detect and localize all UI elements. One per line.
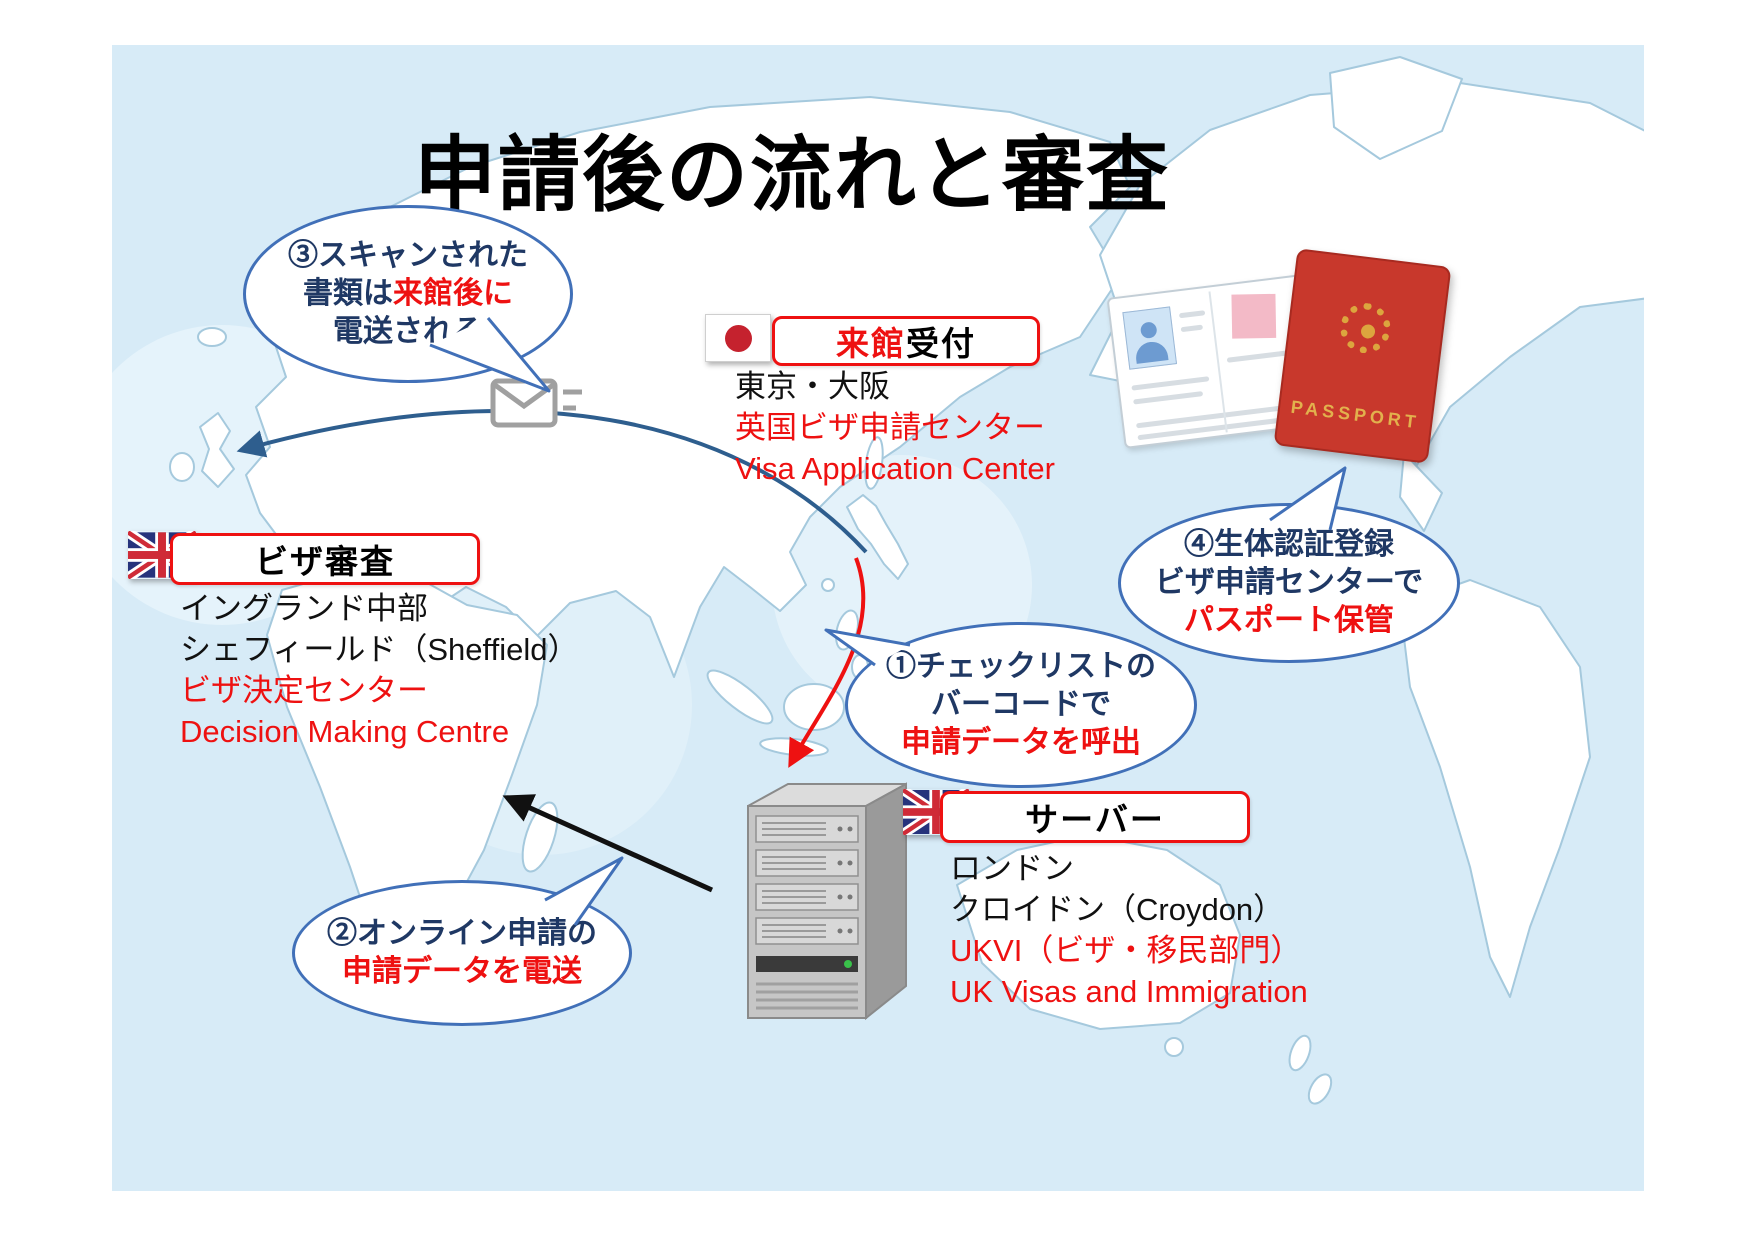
island-taiwan	[821, 578, 835, 592]
passport-cover: PASSPORT	[1273, 248, 1452, 464]
review-line: シェフィールド（Sheffield）	[180, 632, 579, 667]
reception-line: 英国ビザ申請センター	[735, 410, 1045, 445]
speech-bubble-checklist: ①チェックリストの バーコードで 申請データを呼出	[845, 622, 1197, 788]
bubble-line: ④生体認証登録	[1184, 527, 1394, 561]
page-title: 申請後の流れと審査	[413, 130, 1170, 221]
japan-flag-icon	[705, 314, 771, 362]
continent-africa	[266, 569, 548, 942]
review-label: ビザ審査	[255, 543, 395, 580]
reception-info: 東京・大阪 英国ビザ申請センター Visa Application Center	[735, 366, 1055, 489]
reception-label-red: 来館	[836, 325, 906, 362]
island-nz-south	[1307, 1073, 1333, 1105]
server-line: ロンドン	[950, 851, 1074, 886]
review-line: Decision Making Centre	[180, 714, 510, 749]
passport-emblem-icon	[1337, 300, 1394, 357]
bubble-line: 書類は来館後に	[303, 276, 513, 310]
continent-south-america	[1399, 579, 1591, 998]
island-uk	[199, 412, 235, 488]
bubble-line: パスポート保管	[1184, 604, 1394, 638]
island-borneo	[783, 683, 845, 731]
island-sumatra	[706, 669, 774, 725]
server-line: UK Visas and Immigration	[950, 974, 1308, 1009]
bubble-line: バーコードで	[931, 687, 1111, 721]
review-info: イングランド中部 シェフィールド（Sheffield） ビザ決定センター Dec…	[180, 588, 578, 752]
island-tasmania	[1164, 1037, 1184, 1057]
speech-bubble-biometric: ④生体認証登録 ビザ申請センターで パスポート保管	[1118, 503, 1460, 663]
bubble-line: ビザ申請センターで	[1154, 565, 1424, 599]
central-america	[1399, 452, 1443, 532]
review-line: ビザ決定センター	[180, 673, 428, 708]
reception-line: 東京・大阪	[735, 369, 890, 404]
passport-label: PASSPORT	[1289, 396, 1421, 433]
reception-label-black: 受付	[906, 325, 976, 362]
reception-label-box: 来館受付	[772, 316, 1040, 366]
server-illustration	[738, 778, 913, 1030]
mail-icon	[490, 376, 585, 431]
island-ireland	[169, 452, 195, 482]
passport-photo	[1122, 306, 1178, 370]
bubble-line: 申請データを電送	[342, 955, 582, 988]
bubble-line: ①チェックリストの	[886, 649, 1156, 683]
speech-bubble-online: ②オンライン申請の 申請データを電送	[292, 880, 632, 1026]
server-line: クロイドン（Croydon）	[950, 892, 1285, 927]
bubble-line: ②オンライン申請の	[327, 916, 597, 950]
island-java	[759, 737, 829, 757]
island-iceland	[197, 327, 227, 347]
speech-bubble-scanned-docs: ③スキャンされた 書類は来館後に 電送される	[243, 205, 573, 383]
review-label-box: ビザ審査	[170, 533, 480, 585]
review-line: イングランド中部	[180, 591, 428, 626]
server-info: ロンドン クロイドン（Croydon） UKVI（ビザ・移民部門） UK Vis…	[950, 848, 1308, 1012]
island-nz-north	[1288, 1034, 1312, 1072]
bubble-line: 申請データを呼出	[901, 726, 1141, 760]
server-label: サーバー	[1025, 801, 1165, 838]
reception-line: Visa Application Center	[735, 451, 1055, 486]
server-line: UKVI（ビザ・移民部門）	[950, 933, 1302, 968]
bubble-line: ③スキャンされた	[288, 238, 528, 272]
bubble-line: 電送される	[333, 315, 483, 349]
passport-stamp	[1231, 293, 1277, 339]
island-greenland	[1329, 56, 1463, 160]
server-label-box: サーバー	[940, 791, 1250, 843]
passport-illustration: PASSPORT	[1106, 248, 1455, 490]
